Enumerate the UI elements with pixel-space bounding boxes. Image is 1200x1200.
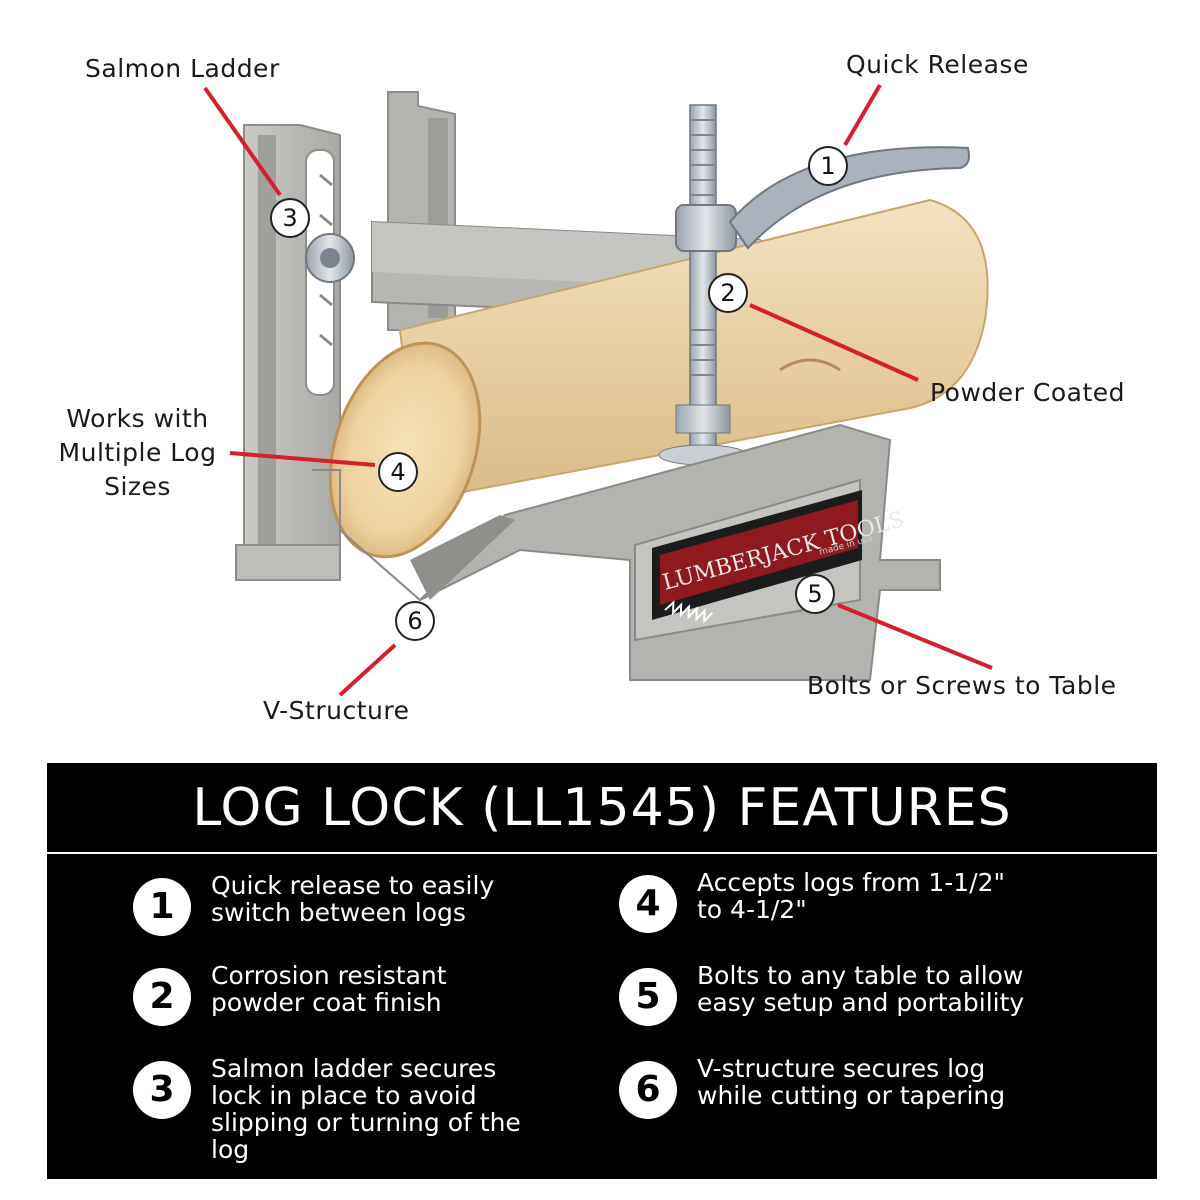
feature-text: Accepts logs from 1-1/2" to 4-1/2" (697, 868, 1006, 924)
feature-text: Salmon ladder secures lock in place to a… (211, 1054, 521, 1164)
callout-label-bolts-to-table: Bolts or Screws to Table (807, 671, 1117, 700)
callout-marker-2: 2 (708, 273, 748, 313)
product-diagram: LUMBERJACK TOOLS made in usa 1 2 3 4 5 6… (58, 50, 1126, 725)
leader-2 (749, 303, 919, 382)
leader-3 (203, 86, 282, 197)
salmon-ladder-bracket (235, 124, 341, 581)
callout-label-powder-coated: Powder Coated (930, 378, 1126, 407)
callout-marker-5: 5 (795, 574, 835, 614)
feature-text: Quick release to easily switch between l… (211, 871, 495, 927)
feature-number-badge: 2 (133, 968, 191, 1026)
log-lock-illustration: LUMBERJACK TOOLS made in usa (203, 83, 993, 697)
callout-marker-3: 3 (270, 198, 310, 238)
callout-label-salmon-ladder: Salmon Ladder (85, 54, 280, 83)
feature-number-badge: 5 (619, 968, 677, 1026)
panel-divider (47, 852, 1157, 854)
feature-number-badge: 4 (619, 875, 677, 933)
leader-6 (338, 643, 397, 697)
feature-number-badge: 3 (133, 1061, 191, 1119)
leader-4 (229, 451, 376, 467)
leader-5 (837, 603, 993, 670)
callout-marker-6: 6 (395, 601, 435, 641)
leader-lines (203, 83, 993, 697)
callout-label-quick-release: Quick Release (846, 50, 1029, 79)
callout-marker-4: 4 (378, 452, 418, 492)
callout-label-multiple-log-sizes: Works with Multiple Log Sizes (58, 404, 217, 501)
feature-text: Bolts to any table to allow easy setup a… (697, 961, 1025, 1017)
features-panel: LOG LOCK (LL1545) FEATURES 1 Quick relea… (47, 763, 1157, 1179)
callout-marker-1: 1 (808, 146, 848, 186)
feature-number-badge: 1 (133, 878, 191, 936)
callout-label-v-structure: V-Structure (263, 696, 410, 725)
feature-text: Corrosion resistant powder coat finish (211, 961, 447, 1017)
quick-release-handle (675, 146, 970, 252)
feature-number-badge: 6 (619, 1061, 677, 1119)
panel-title: LOG LOCK (LL1545) FEATURES (192, 778, 1012, 838)
leader-1 (843, 83, 882, 147)
feature-text: V-structure secures log while cutting or… (697, 1054, 1006, 1110)
